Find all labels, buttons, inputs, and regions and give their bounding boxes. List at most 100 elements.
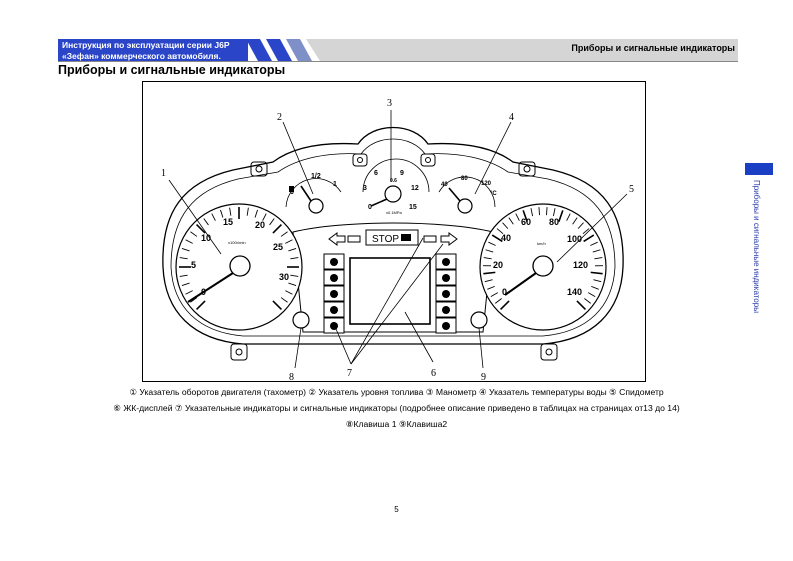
gauge-tick bbox=[584, 298, 592, 304]
svg-text:0.6: 0.6 bbox=[390, 178, 397, 184]
gauge-tick bbox=[288, 282, 297, 286]
header-bar bbox=[322, 39, 738, 61]
callout-7: 7 bbox=[347, 368, 352, 379]
gauge-tick bbox=[179, 257, 188, 260]
speed-label-120: 120 bbox=[573, 260, 588, 270]
gauge-tick bbox=[203, 218, 209, 226]
gauge-tick bbox=[185, 239, 193, 244]
speed-label-60: 60 bbox=[521, 217, 531, 227]
svg-text:15: 15 bbox=[409, 204, 417, 211]
gauge-tick bbox=[558, 210, 564, 222]
gauge-tick bbox=[591, 285, 599, 290]
gauge-tick bbox=[181, 248, 190, 252]
gauge-tick bbox=[190, 231, 198, 237]
caption-line-3: ⑧Клавиша 1 ⑨Клавиша2 bbox=[345, 419, 448, 429]
callout-3: 3 bbox=[387, 98, 392, 109]
tach-unit: x100r/min bbox=[228, 240, 246, 245]
tach-label-25: 25 bbox=[273, 242, 283, 252]
header-manual-title: Инструкция по эксплуатации серии J6P «Зе… bbox=[58, 39, 248, 61]
callout-1: 1 bbox=[161, 168, 166, 179]
gauge-tick bbox=[590, 271, 603, 275]
speed-label-40: 40 bbox=[501, 233, 511, 243]
gauge-tick bbox=[577, 222, 584, 229]
gauge-tick bbox=[290, 274, 299, 277]
lcd-display bbox=[349, 257, 431, 325]
svg-text:0: 0 bbox=[368, 204, 372, 211]
callout-5: 5 bbox=[629, 184, 634, 195]
gauge-tick bbox=[485, 249, 494, 253]
side-tab-label: Приборы и сигнальные индикаторы bbox=[752, 180, 761, 313]
svg-text:°C: °C bbox=[490, 191, 497, 197]
svg-text:3: 3 bbox=[363, 185, 367, 192]
callout-2: 2 bbox=[277, 112, 282, 123]
gauge-tick bbox=[272, 224, 282, 234]
gauge-tick bbox=[491, 234, 503, 243]
svg-text:80: 80 bbox=[461, 176, 468, 182]
svg-text:6: 6 bbox=[374, 170, 378, 177]
tach-label-5: 5 bbox=[191, 260, 196, 270]
speed-label-0: 0 bbox=[502, 287, 507, 297]
fuel-gauge: 0 1/2 1 bbox=[285, 173, 342, 214]
callout-8: 8 bbox=[289, 372, 294, 381]
speed-label-140: 140 bbox=[567, 287, 582, 297]
gauge-tick bbox=[181, 282, 190, 286]
svg-text:1/2: 1/2 bbox=[311, 173, 321, 180]
gauge-tick bbox=[272, 300, 282, 310]
callout-4: 4 bbox=[509, 112, 514, 123]
gauge-tick bbox=[229, 207, 232, 216]
key-1-button bbox=[292, 311, 310, 329]
gauge-tick bbox=[269, 218, 275, 226]
gauge-tick bbox=[592, 249, 601, 253]
gauge-tick bbox=[590, 241, 598, 246]
svg-text:x0.1MPa: x0.1MPa bbox=[386, 210, 403, 215]
gauge-tick bbox=[196, 224, 206, 234]
gauge-tick bbox=[500, 300, 510, 310]
gauge-tick bbox=[522, 210, 528, 222]
caption-line-1: ① Указатель оборотов двигателя (тахометр… bbox=[129, 387, 664, 397]
header-divider bbox=[58, 61, 738, 62]
tach-label-15: 15 bbox=[223, 217, 233, 227]
gauge-tick bbox=[508, 217, 514, 225]
water-temperature-gauge: 40 80 120 °C bbox=[438, 176, 497, 214]
speed-label-20: 20 bbox=[493, 260, 503, 270]
callout-9: 9 bbox=[481, 372, 486, 381]
gauge-tick bbox=[179, 274, 188, 277]
gauge-tick bbox=[594, 257, 603, 260]
speed-unit: km/h bbox=[537, 241, 546, 246]
speedometer-gauge: 0 20 40 60 80 100 120 140 km/h bbox=[479, 203, 607, 331]
speed-label-100: 100 bbox=[567, 234, 582, 244]
gauge-tick bbox=[484, 279, 493, 283]
gauge-tick bbox=[490, 292, 498, 298]
callout-6: 6 bbox=[431, 368, 436, 379]
svg-text:1: 1 bbox=[333, 181, 337, 188]
page-title: Приборы и сигнальные индикаторы bbox=[58, 63, 286, 77]
gauge-tick bbox=[254, 209, 258, 218]
gauge-tick bbox=[515, 213, 520, 221]
tachometer-gauge: 0 5 10 15 20 25 30 x100r/min bbox=[175, 203, 303, 331]
gauge-tick bbox=[576, 300, 586, 310]
gauge-tick bbox=[530, 208, 534, 217]
instrument-cluster-diagram: 0 5 10 15 20 25 30 x100r/min 0 20 40 60 … bbox=[161, 98, 634, 381]
header-section-title: Приборы и сигнальные индикаторы bbox=[571, 43, 735, 53]
svg-text:40: 40 bbox=[441, 182, 448, 188]
gauge-tick bbox=[285, 290, 293, 295]
gauge-tick bbox=[285, 239, 293, 244]
speed-label-80: 80 bbox=[549, 217, 559, 227]
gauge-tick bbox=[546, 207, 548, 216]
gauge-tick bbox=[488, 241, 496, 246]
stop-label: STOP bbox=[372, 234, 399, 245]
gauge-tick bbox=[588, 292, 596, 298]
page-number: 5 bbox=[394, 505, 399, 514]
gauge-tick bbox=[583, 234, 595, 243]
key-2-button bbox=[470, 311, 488, 329]
gauge-tick bbox=[487, 285, 495, 290]
tach-label-20: 20 bbox=[255, 220, 265, 230]
svg-text:9: 9 bbox=[400, 170, 404, 177]
gauge-tick bbox=[196, 300, 206, 310]
gauge-tick bbox=[566, 213, 571, 221]
gauge-tick bbox=[572, 217, 578, 225]
svg-text:0: 0 bbox=[290, 189, 294, 196]
gauge-tick bbox=[262, 213, 267, 221]
gauge-tick bbox=[280, 297, 288, 303]
tach-label-10: 10 bbox=[201, 233, 211, 243]
